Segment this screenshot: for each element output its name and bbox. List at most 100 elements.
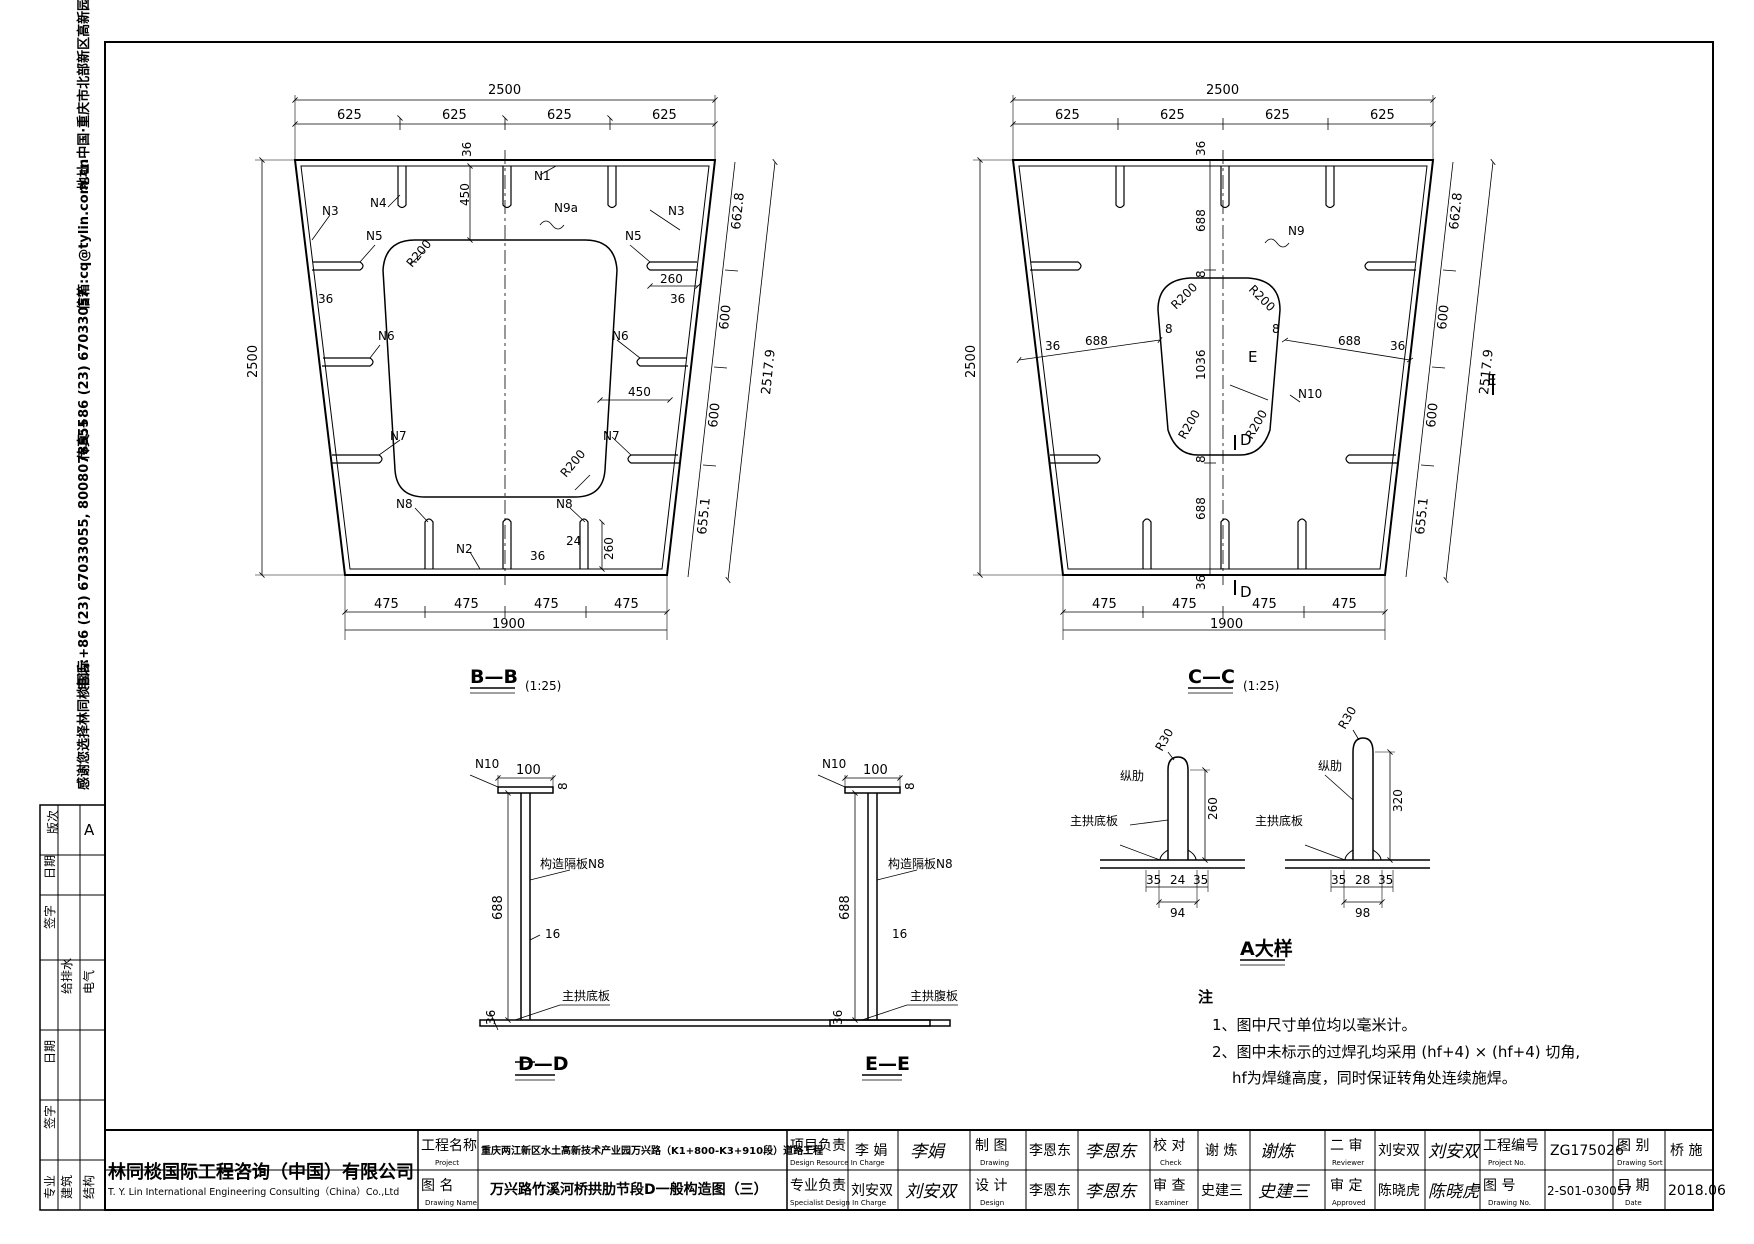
specialty-water: 给排水 xyxy=(60,958,74,994)
title-block-text: 林同棪国际工程咨询（中国）有限公司 T. Y. Lin Internationa… xyxy=(107,1137,1726,1207)
cc-top-part-4: 625 xyxy=(1370,108,1395,123)
project-label: 工程名称 xyxy=(421,1138,477,1154)
company-slogan: 感谢您选择林同棪国际 xyxy=(76,660,92,790)
drawno-value: 2-S01-030057 xyxy=(1547,1184,1632,1198)
bb-r200-2: R200 xyxy=(558,447,589,480)
bb-label-n3-right: N3 xyxy=(668,204,685,218)
review-name: 刘安双 xyxy=(1378,1143,1420,1159)
cc-bottom-ribs xyxy=(1142,518,1307,569)
cc-seg-3: 600 xyxy=(1424,402,1442,428)
bb-label-n5-right: N5 xyxy=(625,229,642,243)
projno-value: ZG175026 xyxy=(1550,1143,1624,1159)
ee-dim-688: 688 xyxy=(838,895,853,920)
row-date-label: 日期 xyxy=(43,1040,57,1064)
cc-dim-36r: 36 xyxy=(1390,339,1405,353)
project-name: 重庆两江新区水土高新技术产业园万兴路（K1+800-K3+910段）道路工程 xyxy=(481,1144,823,1157)
bb-top-ribs xyxy=(397,166,617,209)
drawn-label-en: Drawing xyxy=(980,1159,1009,1167)
a-left-base: 主拱底板 xyxy=(1070,813,1118,828)
view-a xyxy=(1100,729,1430,966)
ee-text: N10 100 8 构造隔板N8 688 16 主拱腹板 36 E—E xyxy=(822,757,958,1075)
bb-bottom-part-4: 475 xyxy=(614,597,639,612)
pm-name: 李 娟 xyxy=(855,1143,887,1159)
bb-label-n2: N2 xyxy=(456,542,473,556)
cc-r200-1: R200 xyxy=(1168,280,1200,312)
cc-scale: (1:25) xyxy=(1243,679,1279,693)
bb-seg-1: 662.8 xyxy=(729,192,748,231)
company-name-cn: 林同棪国际工程咨询（中国）有限公司 xyxy=(108,1161,414,1183)
company-address: 地址:中国·重庆市北部新区高新园天湖路6号 xyxy=(76,0,92,190)
projno-label-en: Project No. xyxy=(1488,1159,1526,1167)
ee-label-n10: N10 xyxy=(822,757,846,771)
design-signature: 李恩东 xyxy=(1085,1182,1138,1202)
note-1: 1、图中尺寸单位均以毫米计。 xyxy=(1212,1016,1417,1034)
bb-top-part-4: 625 xyxy=(652,108,677,123)
ee-dim-100: 100 xyxy=(863,763,888,778)
company-strip: 感谢您选择林同棪国际 电话:+86 (23) 67033055, 8008078… xyxy=(76,0,92,790)
cc-slant: 2517.9 xyxy=(1477,349,1497,396)
exam-signature: 史建三 xyxy=(1258,1182,1311,1202)
project-label-en: Project xyxy=(435,1159,459,1167)
bb-dim-36l: 36 xyxy=(318,292,333,306)
design-name: 李恩东 xyxy=(1029,1183,1071,1199)
a-right-h320: 320 xyxy=(1391,789,1405,812)
specialty-struct: 结构 xyxy=(81,1175,96,1199)
bb-top-total: 2500 xyxy=(488,83,521,98)
company-name-en: T. Y. Lin International Engineering Cons… xyxy=(107,1186,399,1198)
cc-seg-1: 662.8 xyxy=(1447,192,1466,231)
spm-label: 专业负责 xyxy=(790,1178,846,1194)
cc-dim-688b: 688 xyxy=(1194,497,1208,520)
drawing-name: 万兴路竹溪河桥拱肋节段D一般构造图（三） xyxy=(489,1181,768,1198)
drawing-label: 图 名 xyxy=(421,1178,453,1194)
cc-height: 2500 xyxy=(964,345,979,378)
cc-bottom-part-3: 475 xyxy=(1252,597,1277,612)
cc-dim-8l: 8 xyxy=(1165,322,1173,336)
bb-bottom-ribs xyxy=(424,518,589,569)
cc-section-d-bottom: D xyxy=(1240,583,1252,601)
dd-dim-36: 36 xyxy=(484,1010,498,1025)
date-label-en: Date xyxy=(1625,1199,1642,1207)
approve-signature: 陈晓虎 xyxy=(1428,1182,1481,1202)
specialty-elec: 电气 xyxy=(81,970,96,994)
a-right-base: 主拱底板 xyxy=(1255,813,1303,828)
dd-dim-100: 100 xyxy=(516,763,541,778)
company-phone: 电话:+86 (23) 67033055, 8008078555 xyxy=(76,419,92,691)
a-left-total: 94 xyxy=(1170,906,1185,920)
dd-label-n10: N10 xyxy=(475,757,499,771)
cc-dim-688r: 688 xyxy=(1338,334,1361,348)
sheet-border xyxy=(104,41,1714,1211)
revision-labels: 版次 A 日期 签字 给排水 电气 日期 签字 专业 建筑 结构 xyxy=(42,810,96,1199)
drawno-label: 图 号 xyxy=(1483,1178,1515,1194)
ee-title: E—E xyxy=(865,1053,910,1075)
bb-dim-36r: 36 xyxy=(670,292,685,306)
spm-signature: 刘安双 xyxy=(905,1182,958,1202)
bb-label-n6-left: N6 xyxy=(378,329,395,343)
notes: 注 1、图中尺寸单位均以毫米计。 2、图中未标示的过焊孔均采用 (hf+4) ×… xyxy=(1198,988,1580,1087)
ee-plate-label: 构造隔板N8 xyxy=(888,856,953,871)
cc-label-n9: N9 xyxy=(1288,224,1305,238)
bb-label-n9a: N9a xyxy=(554,201,578,215)
bb-dim-260h: 260 xyxy=(660,272,683,286)
dd-plate-label: 构造隔板N8 xyxy=(540,856,605,871)
bb-label-n6-right: N6 xyxy=(612,329,629,343)
title-block xyxy=(104,1129,1714,1211)
cc-dim-688l: 688 xyxy=(1085,334,1108,348)
dd-title: D—D xyxy=(518,1053,569,1075)
bb-seg-3: 600 xyxy=(706,402,724,428)
date-value: 2018.06 xyxy=(1668,1183,1726,1199)
approve-name: 陈晓虎 xyxy=(1378,1182,1420,1199)
a-right-part-1: 35 xyxy=(1331,873,1346,887)
projno-label: 工程编号 xyxy=(1483,1138,1539,1154)
ee-base-label: 主拱腹板 xyxy=(910,989,958,1003)
cc-left-ribs xyxy=(1030,261,1101,464)
a-left-r30: R30 xyxy=(1152,726,1176,753)
bb-opening xyxy=(382,239,618,498)
a-left-part-1: 35 xyxy=(1146,873,1161,887)
check-name: 谢 炼 xyxy=(1205,1143,1237,1159)
bb-label-n4: N4 xyxy=(370,196,387,210)
row-sign-label: 签字 xyxy=(42,1105,57,1129)
ee-dim-16: 16 xyxy=(892,927,907,941)
cc-section-d-inner: D xyxy=(1240,431,1252,449)
cc-seg-4: 655.1 xyxy=(1413,497,1432,536)
